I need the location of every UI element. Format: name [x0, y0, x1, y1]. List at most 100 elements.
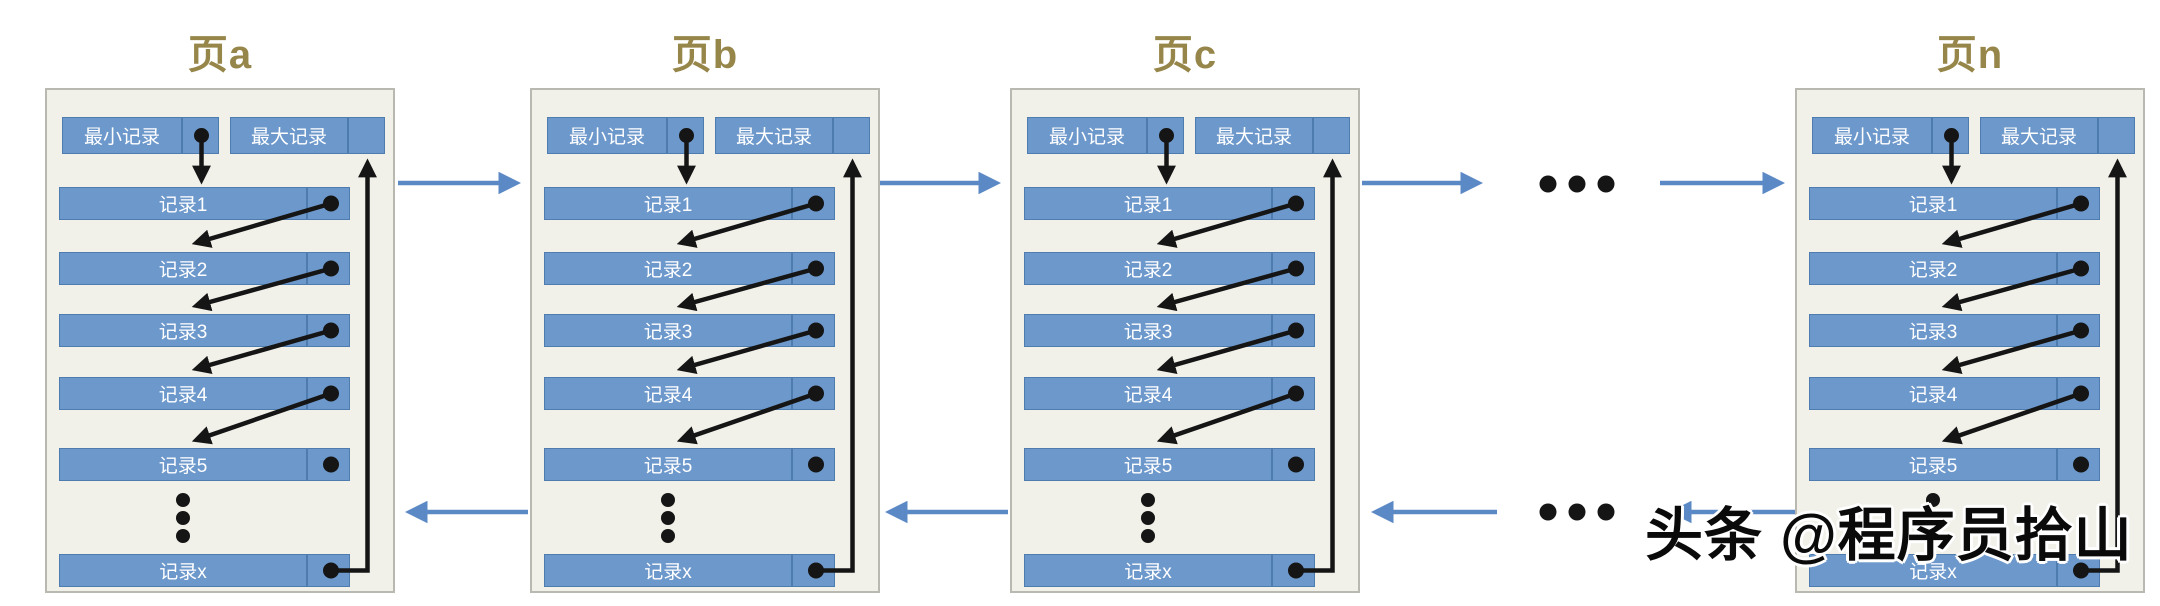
vertical-ellipsis-icon [1141, 493, 1155, 543]
page-group: 页c 最小记录 最大记录 [1010, 0, 1360, 606]
min-record-label: 最小记录 [83, 127, 160, 148]
record-row: 记录4 [1809, 377, 2100, 410]
min-record-label: 最小记录 [568, 127, 645, 148]
vertical-ellipsis-icon [176, 493, 190, 543]
record-label: 记录x [159, 562, 207, 583]
page-box: 最小记录 最大记录 [45, 88, 395, 593]
record-row: 记录2 [544, 252, 835, 285]
record-label: 记录1 [158, 195, 208, 216]
recordx-to-max-arrow [1296, 158, 1342, 573]
record-pointer-cell [306, 188, 349, 219]
record-label: 记录2 [643, 260, 693, 281]
min-record-label: 最小记录 [1833, 127, 1910, 148]
vertical-ellipsis-icon [661, 493, 675, 543]
record-pointer-cell [791, 188, 834, 219]
record-pointer-cell [2056, 449, 2099, 480]
page-title: 页a [187, 33, 253, 77]
record-label: 记录5 [158, 456, 208, 477]
record-pointer-cell [1271, 555, 1314, 586]
max-record-cell: 最大记录 [1195, 117, 1350, 154]
record-pointer-cell [791, 378, 834, 409]
record-pointer-cell [1271, 315, 1314, 346]
min-record-cell: 最小记录 [1812, 117, 1969, 154]
record-label: 记录1 [1908, 195, 1958, 216]
record-label: 记录2 [1123, 260, 1173, 281]
record-label: 记录5 [1908, 456, 1958, 477]
min-record-pointer-cell [666, 118, 703, 153]
record-row: 记录5 [1809, 448, 2100, 481]
watermark: 头条 @程序员拾山 [1645, 503, 2133, 568]
record-row: 记录3 [544, 314, 835, 347]
record-pointer-cell [2056, 555, 2099, 586]
page-box: 最小记录 最大记录 [530, 88, 880, 593]
record-pointer-cell [2056, 378, 2099, 409]
record-label: 记录x [1124, 562, 1172, 583]
record-row: 记录1 [1024, 187, 1315, 220]
max-record-label: 最大记录 [250, 127, 327, 148]
record-label: 记录4 [643, 385, 693, 406]
record-pointer-cell [791, 555, 834, 586]
max-record-pointer-cell [1312, 118, 1349, 153]
recordx-to-max-arrow [816, 158, 862, 573]
record-pointer-cell [2056, 188, 2099, 219]
page-group: 页b 最小记录 最大记录 [530, 0, 880, 606]
record-label: 记录1 [643, 195, 693, 216]
record-label: 记录1 [1123, 195, 1173, 216]
record-pointer-cell [306, 378, 349, 409]
min-record-pointer-cell [181, 118, 218, 153]
max-record-cell: 最大记录 [230, 117, 385, 154]
max-record-cell: 最大记录 [715, 117, 870, 154]
max-record-label: 最大记录 [1215, 127, 1292, 148]
record-row: 记录1 [1809, 187, 2100, 220]
min-record-cell: 最小记录 [547, 117, 704, 154]
min-record-pointer-cell [1146, 118, 1183, 153]
record-pointer-cell [791, 315, 834, 346]
min-record-pointer-cell [1931, 118, 1968, 153]
max-record-cell: 最大记录 [1980, 117, 2135, 154]
record-pointer-cell [2056, 253, 2099, 284]
record-row: 记录4 [59, 377, 350, 410]
page-group: 页n 最小记录 最大记录 [1795, 0, 2145, 606]
record-pointer-cell [1271, 188, 1314, 219]
record-row: 记录1 [544, 187, 835, 220]
record-label: 记录4 [158, 385, 208, 406]
record-row: 记录x [59, 554, 350, 587]
record-label: 记录3 [1123, 322, 1173, 343]
max-record-label: 最大记录 [2000, 127, 2077, 148]
record-pointer-cell [2056, 315, 2099, 346]
recordx-to-max-arrow [331, 158, 377, 573]
max-record-pointer-cell [347, 118, 384, 153]
record-row: 记录2 [1809, 252, 2100, 285]
record-pointer-cell [306, 315, 349, 346]
min-record-cell: 最小记录 [1027, 117, 1184, 154]
max-record-pointer-cell [2097, 118, 2134, 153]
max-record-label: 最大记录 [735, 127, 812, 148]
record-label: 记录x [1909, 562, 1957, 583]
record-pointer-cell [306, 253, 349, 284]
record-label: 记录5 [643, 456, 693, 477]
record-pointer-cell [1271, 253, 1314, 284]
record-row: 记录3 [1809, 314, 2100, 347]
record-row: 记录x [1024, 554, 1315, 587]
record-row: 记录x [1809, 554, 2100, 587]
record-pointer-cell [1271, 378, 1314, 409]
record-row: 记录2 [59, 252, 350, 285]
record-row: 记录3 [1024, 314, 1315, 347]
page-group: 页a 最小记录 最大记录 [45, 0, 395, 606]
page-title: 页n [1936, 33, 2004, 77]
record-row: 记录4 [1024, 377, 1315, 410]
record-label: 记录3 [643, 322, 693, 343]
record-pointer-cell [306, 449, 349, 480]
record-pointer-cell [791, 253, 834, 284]
max-record-pointer-cell [832, 118, 869, 153]
record-row: 记录5 [544, 448, 835, 481]
page-box: 最小记录 最大记录 [1010, 88, 1360, 593]
record-label: 记录2 [158, 260, 208, 281]
record-pointer-cell [306, 555, 349, 586]
record-row: 记录2 [1024, 252, 1315, 285]
record-row: 记录4 [544, 377, 835, 410]
record-row: 记录5 [1024, 448, 1315, 481]
record-label: 记录4 [1908, 385, 1958, 406]
